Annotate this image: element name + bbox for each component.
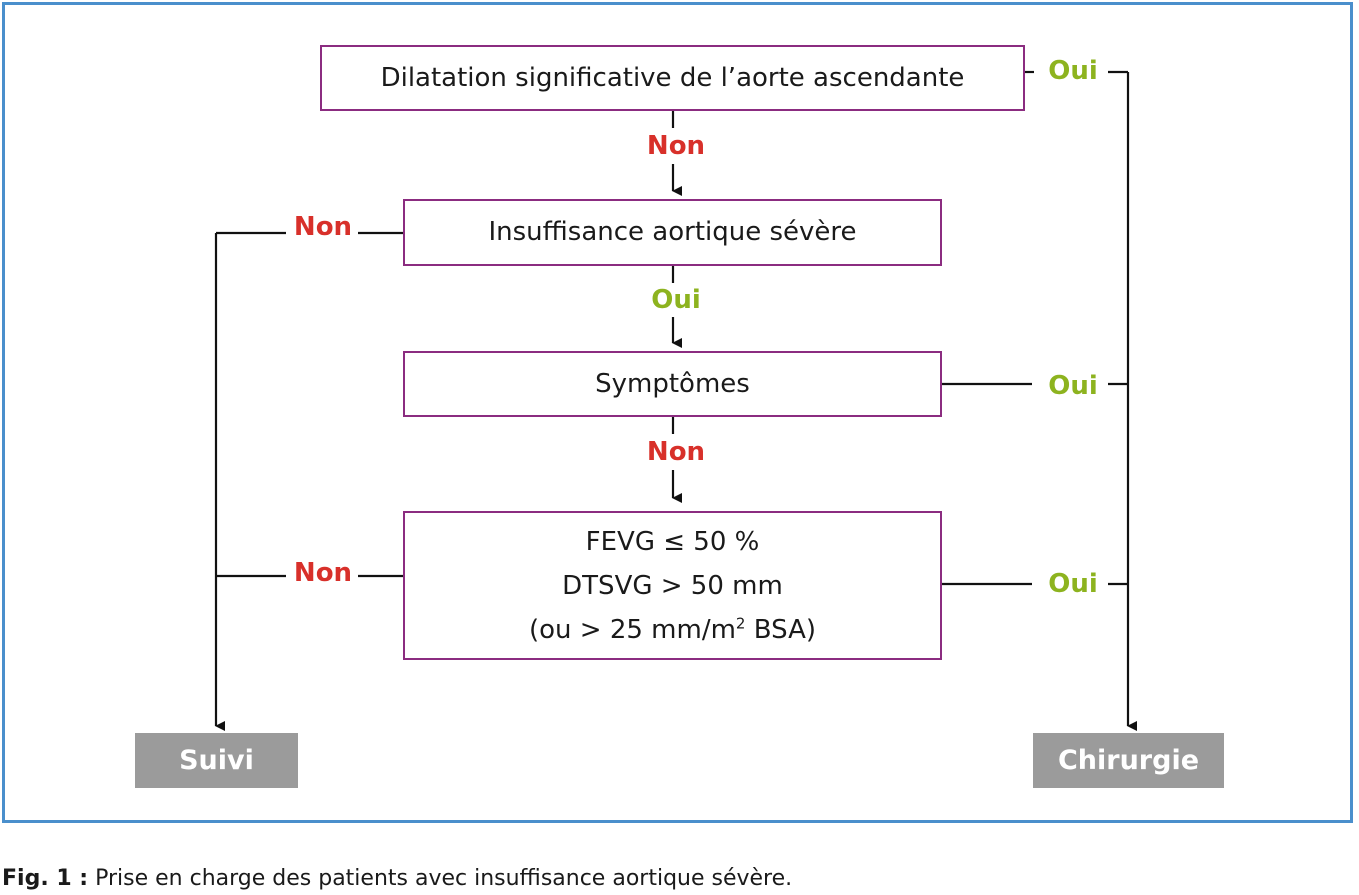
box-insuffisance: Insuffisance aortique sévère xyxy=(403,199,942,266)
label-oui-symptomes: Oui xyxy=(1048,371,1098,401)
criteria-line-fevg: FEVG ≤ 50 % xyxy=(585,526,760,557)
caption-text: Prise en charge des patients avec insuff… xyxy=(88,866,793,891)
criteria-line-bsa-suffix: BSA) xyxy=(745,614,817,645)
criteria-line-bsa-superscript: 2 xyxy=(735,613,746,632)
label-oui-dilatation: Oui xyxy=(1048,56,1098,86)
label-non-dilatation: Non xyxy=(646,131,706,161)
outcome-chirurgie-text: Chirurgie xyxy=(1057,745,1200,776)
criteria-line-bsa: (ou > 25 mm/m2 BSA) xyxy=(529,608,816,652)
outcome-suivi: Suivi xyxy=(135,733,298,788)
outcome-suivi-text: Suivi xyxy=(179,745,254,776)
figure-caption: Fig. 1 : Prise en charge des patients av… xyxy=(2,864,792,894)
outcome-chirurgie: Chirurgie xyxy=(1033,733,1224,788)
box-dilatation-text: Dilatation significative de l’aorte asce… xyxy=(380,62,965,93)
label-oui-criteria: Oui xyxy=(1048,569,1098,599)
criteria-line-dtsvg: DTSVG > 50 mm xyxy=(562,570,783,601)
label-non-insuffisance: Non xyxy=(293,212,353,242)
criteria-line-bsa-prefix: (ou > 25 mm/m xyxy=(528,614,736,645)
box-symptomes-text: Symptômes xyxy=(595,368,750,399)
label-oui-insuffisance: Oui xyxy=(651,285,701,315)
box-symptomes: Symptômes xyxy=(403,351,942,417)
box-dilatation: Dilatation significative de l’aorte asce… xyxy=(320,45,1025,111)
box-insuffisance-text: Insuffisance aortique sévère xyxy=(488,217,857,247)
figure-frame xyxy=(2,2,1353,823)
label-non-criteria: Non xyxy=(293,558,353,588)
label-non-symptomes: Non xyxy=(646,437,706,467)
caption-label: Fig. 1 : xyxy=(2,866,89,891)
box-criteria: FEVG ≤ 50 % DTSVG > 50 mm (ou > 25 mm/m2… xyxy=(403,511,942,660)
